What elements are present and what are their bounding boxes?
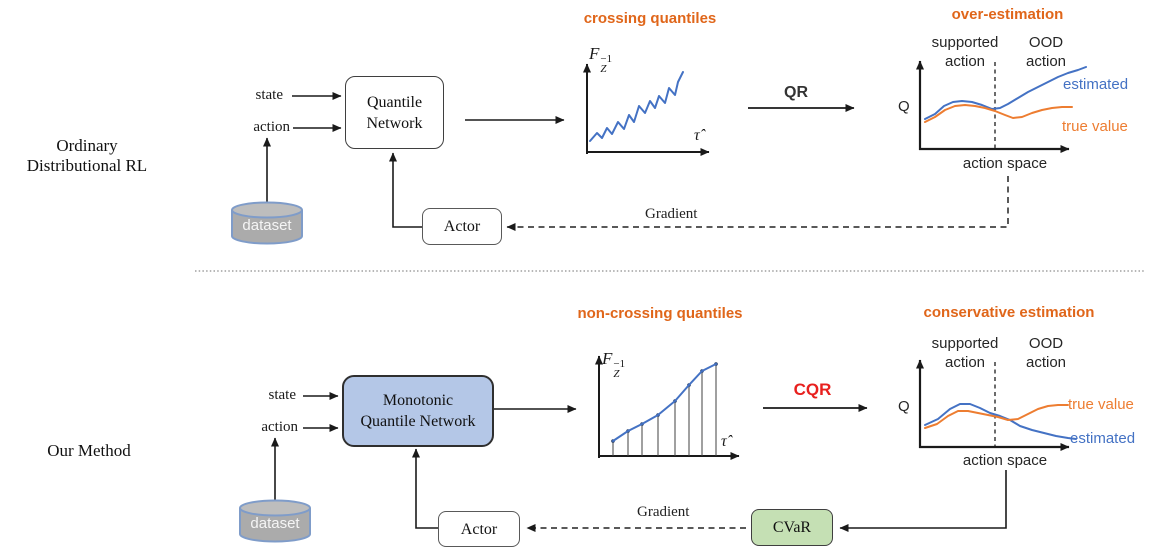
bottom-true-value-label: true value — [1068, 396, 1134, 413]
top-estimated-curve — [924, 66, 1087, 120]
bottom-row-label: Our Method — [47, 441, 131, 460]
top-row-label: Ordinary Distributional RL — [26, 136, 148, 175]
top-ood-action-label: OOD action — [1025, 34, 1067, 70]
top-dataset-cylinder-body — [231, 210, 303, 245]
top-gradient-dashed-line — [506, 176, 1009, 231]
bottom-estimated-label: estimated — [1070, 430, 1136, 447]
bottom-action-label: action — [261, 419, 298, 435]
qr-label: QR — [784, 84, 808, 101]
over-estimation-title: over-estimation — [951, 6, 1064, 23]
top-gradient-label: Gradient — [645, 206, 698, 222]
bottom-actor-box: Actor — [438, 511, 520, 547]
top-state-label: state — [255, 87, 284, 103]
top-actor-feedback-line — [389, 152, 422, 228]
noncrossing-quantiles-curve — [612, 363, 717, 442]
top-actor-box: Actor — [422, 208, 502, 245]
top-true-value-label: true value — [1062, 118, 1128, 135]
bottom-tau-axis-label: τ̂ — [721, 433, 727, 450]
bottom-state-label: state — [268, 387, 297, 403]
top-estimated-label: estimated — [1063, 76, 1129, 93]
bottom-dataset-cylinder-top — [239, 499, 311, 517]
top-dataset-cylinder-top — [231, 201, 303, 219]
top-q-axis-label: Q — [898, 98, 910, 115]
top-supported-action-label: supported action — [931, 34, 999, 70]
top-tau-axis-label: τ̂ — [694, 127, 700, 144]
crossing-quantiles-curve — [589, 71, 684, 142]
bottom-supported-action-label: supported action — [931, 335, 999, 371]
bottom-estimated-curve — [924, 403, 1077, 440]
bottom-actor-feedback-line — [412, 448, 438, 529]
bottom-action-space-label: action space — [962, 452, 1048, 469]
top-action-space-label: action space — [962, 155, 1048, 172]
crossing-quantiles-title: crossing quantiles — [583, 10, 717, 27]
conservative-estimation-title: conservative estimation — [923, 304, 1095, 321]
top-dataset-label: dataset — [242, 217, 292, 234]
cvar-box: CVaR — [751, 509, 833, 546]
bottom-true-value-curve — [924, 404, 1069, 429]
bottom-dataset-cylinder-body — [239, 508, 311, 543]
bottom-plot-to-cvar-line — [839, 470, 1007, 532]
top-action-label: action — [253, 119, 290, 135]
cqr-label: CQR — [793, 380, 832, 399]
bottom-dataset-label: dataset — [250, 515, 300, 532]
monotonic-quantile-network-box: Monotonic Quantile Network — [342, 375, 494, 447]
bottom-q-axis-label: Q — [898, 398, 910, 415]
top-true-value-curve — [924, 104, 1073, 123]
noncrossing-quantiles-title: non-crossing quantiles — [577, 305, 743, 322]
bottom-ood-action-label: OOD action — [1025, 335, 1067, 371]
bottom-gradient-label: Gradient — [637, 504, 690, 520]
quantile-network-box: Quantile Network — [345, 76, 444, 149]
